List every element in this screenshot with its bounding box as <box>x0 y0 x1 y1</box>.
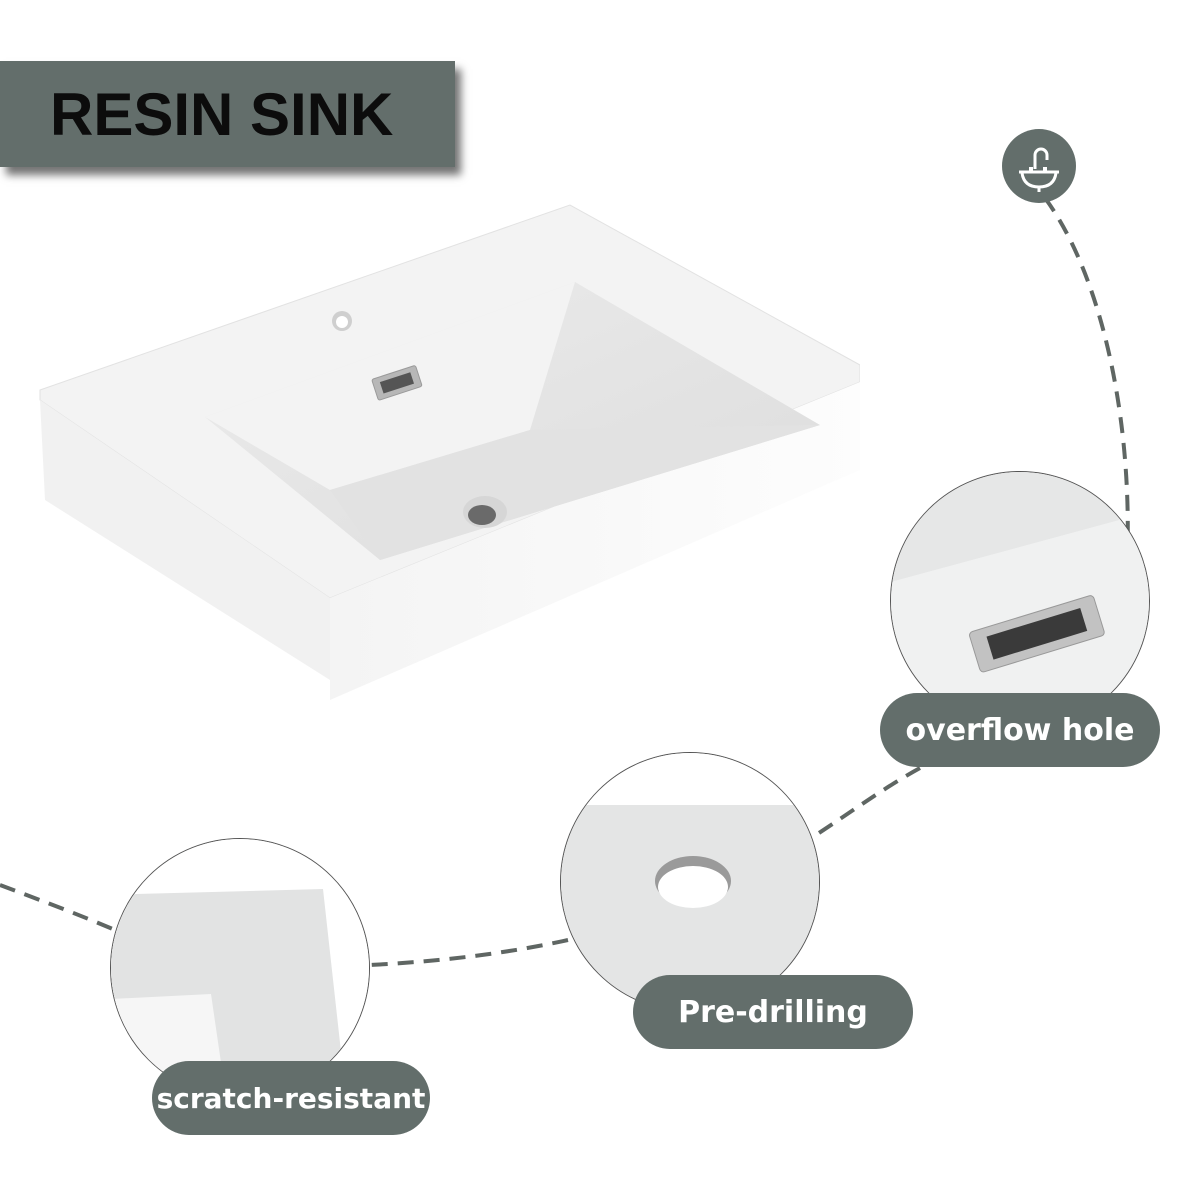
scratch-resistant-label-text: scratch-resistant <box>156 1081 426 1115</box>
scratch-resistant-lens <box>110 838 370 1098</box>
title-banner: RESIN SINK <box>0 61 455 167</box>
predrilling-lens <box>560 752 820 1012</box>
overflow-hole-label: overflow hole <box>880 693 1160 767</box>
page-title: RESIN SINK <box>50 80 394 148</box>
predrilling-label: Pre-drilling <box>633 975 913 1049</box>
predrilling-label-text: Pre-drilling <box>678 994 868 1030</box>
sink-product-image <box>39 204 860 700</box>
scratch-resistant-label: scratch-resistant <box>152 1061 430 1135</box>
overflow-hole-label-text: overflow hole <box>905 712 1135 748</box>
overflow-hole-lens <box>890 471 1150 731</box>
sink-icon <box>1002 129 1076 203</box>
